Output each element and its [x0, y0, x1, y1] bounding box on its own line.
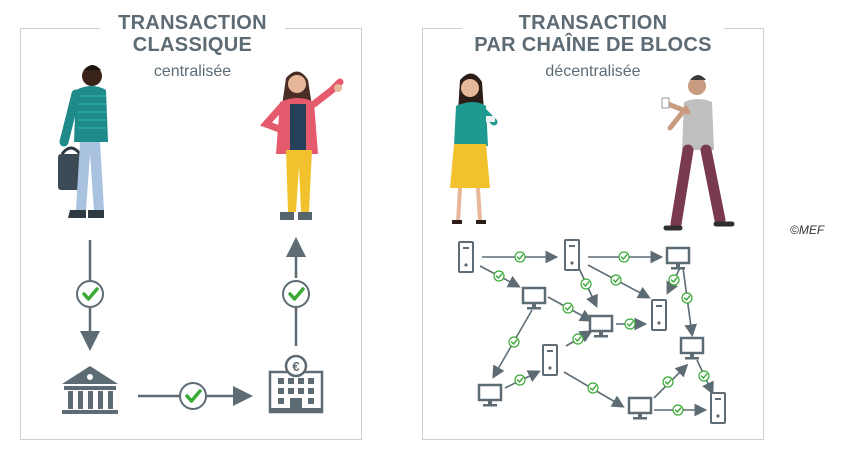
- check-icon: [624, 318, 636, 330]
- computer-monitor-icon: [679, 336, 705, 361]
- check-icon: [681, 292, 693, 304]
- check-icon: [178, 381, 208, 411]
- man-with-bag-figure: [58, 65, 108, 218]
- check-icon: [618, 251, 630, 263]
- classic-subtitle: centralisée: [153, 63, 232, 80]
- woman-receiving-figure: [259, 71, 344, 220]
- computer-monitor-icon: [665, 246, 691, 271]
- classic-title-line2: CLASSIQUE: [132, 34, 253, 56]
- server-tower-icon: [458, 241, 474, 273]
- classic-title: TRANSACTION CLASSIQUE: [100, 12, 285, 56]
- check-icon: [610, 274, 622, 286]
- computer-monitor-icon: [477, 383, 503, 408]
- check-icon: [75, 279, 105, 309]
- woman-with-phone-figure: [450, 73, 498, 224]
- server-tower-icon: [710, 392, 726, 424]
- check-icon: [572, 333, 584, 345]
- server-tower-icon: [542, 344, 558, 376]
- check-icon: [508, 336, 520, 348]
- computer-monitor-icon: [521, 286, 547, 311]
- svg-text:€: €: [292, 359, 299, 374]
- check-icon: [668, 274, 680, 286]
- check-icon: [514, 374, 526, 386]
- check-icon: [281, 279, 311, 309]
- blockchain-title-line1: TRANSACTION: [518, 12, 668, 34]
- check-icon: [698, 370, 710, 382]
- bank-icon: [62, 366, 118, 414]
- check-icon: [587, 382, 599, 394]
- building-euro-icon: €: [268, 354, 324, 414]
- computer-monitor-icon: [627, 396, 653, 421]
- computer-monitor-icon: [588, 314, 614, 339]
- man-walking-figure: [661, 75, 735, 231]
- server-tower-icon: [564, 239, 580, 271]
- blockchain-subtitle: décentralisée: [545, 63, 641, 80]
- check-icon: [562, 302, 574, 314]
- check-icon: [672, 404, 684, 416]
- blockchain-title: TRANSACTION PAR CHAÎNE DE BLOCS: [462, 12, 724, 56]
- server-tower-icon: [651, 299, 667, 331]
- blockchain-title-line2: PAR CHAÎNE DE BLOCS: [474, 34, 712, 56]
- check-icon: [662, 376, 674, 388]
- check-icon: [514, 251, 526, 263]
- check-icon: [580, 278, 592, 290]
- classic-title-line1: TRANSACTION: [118, 12, 267, 34]
- check-icon: [493, 270, 505, 282]
- copyright-credit: ©MEF: [790, 223, 825, 237]
